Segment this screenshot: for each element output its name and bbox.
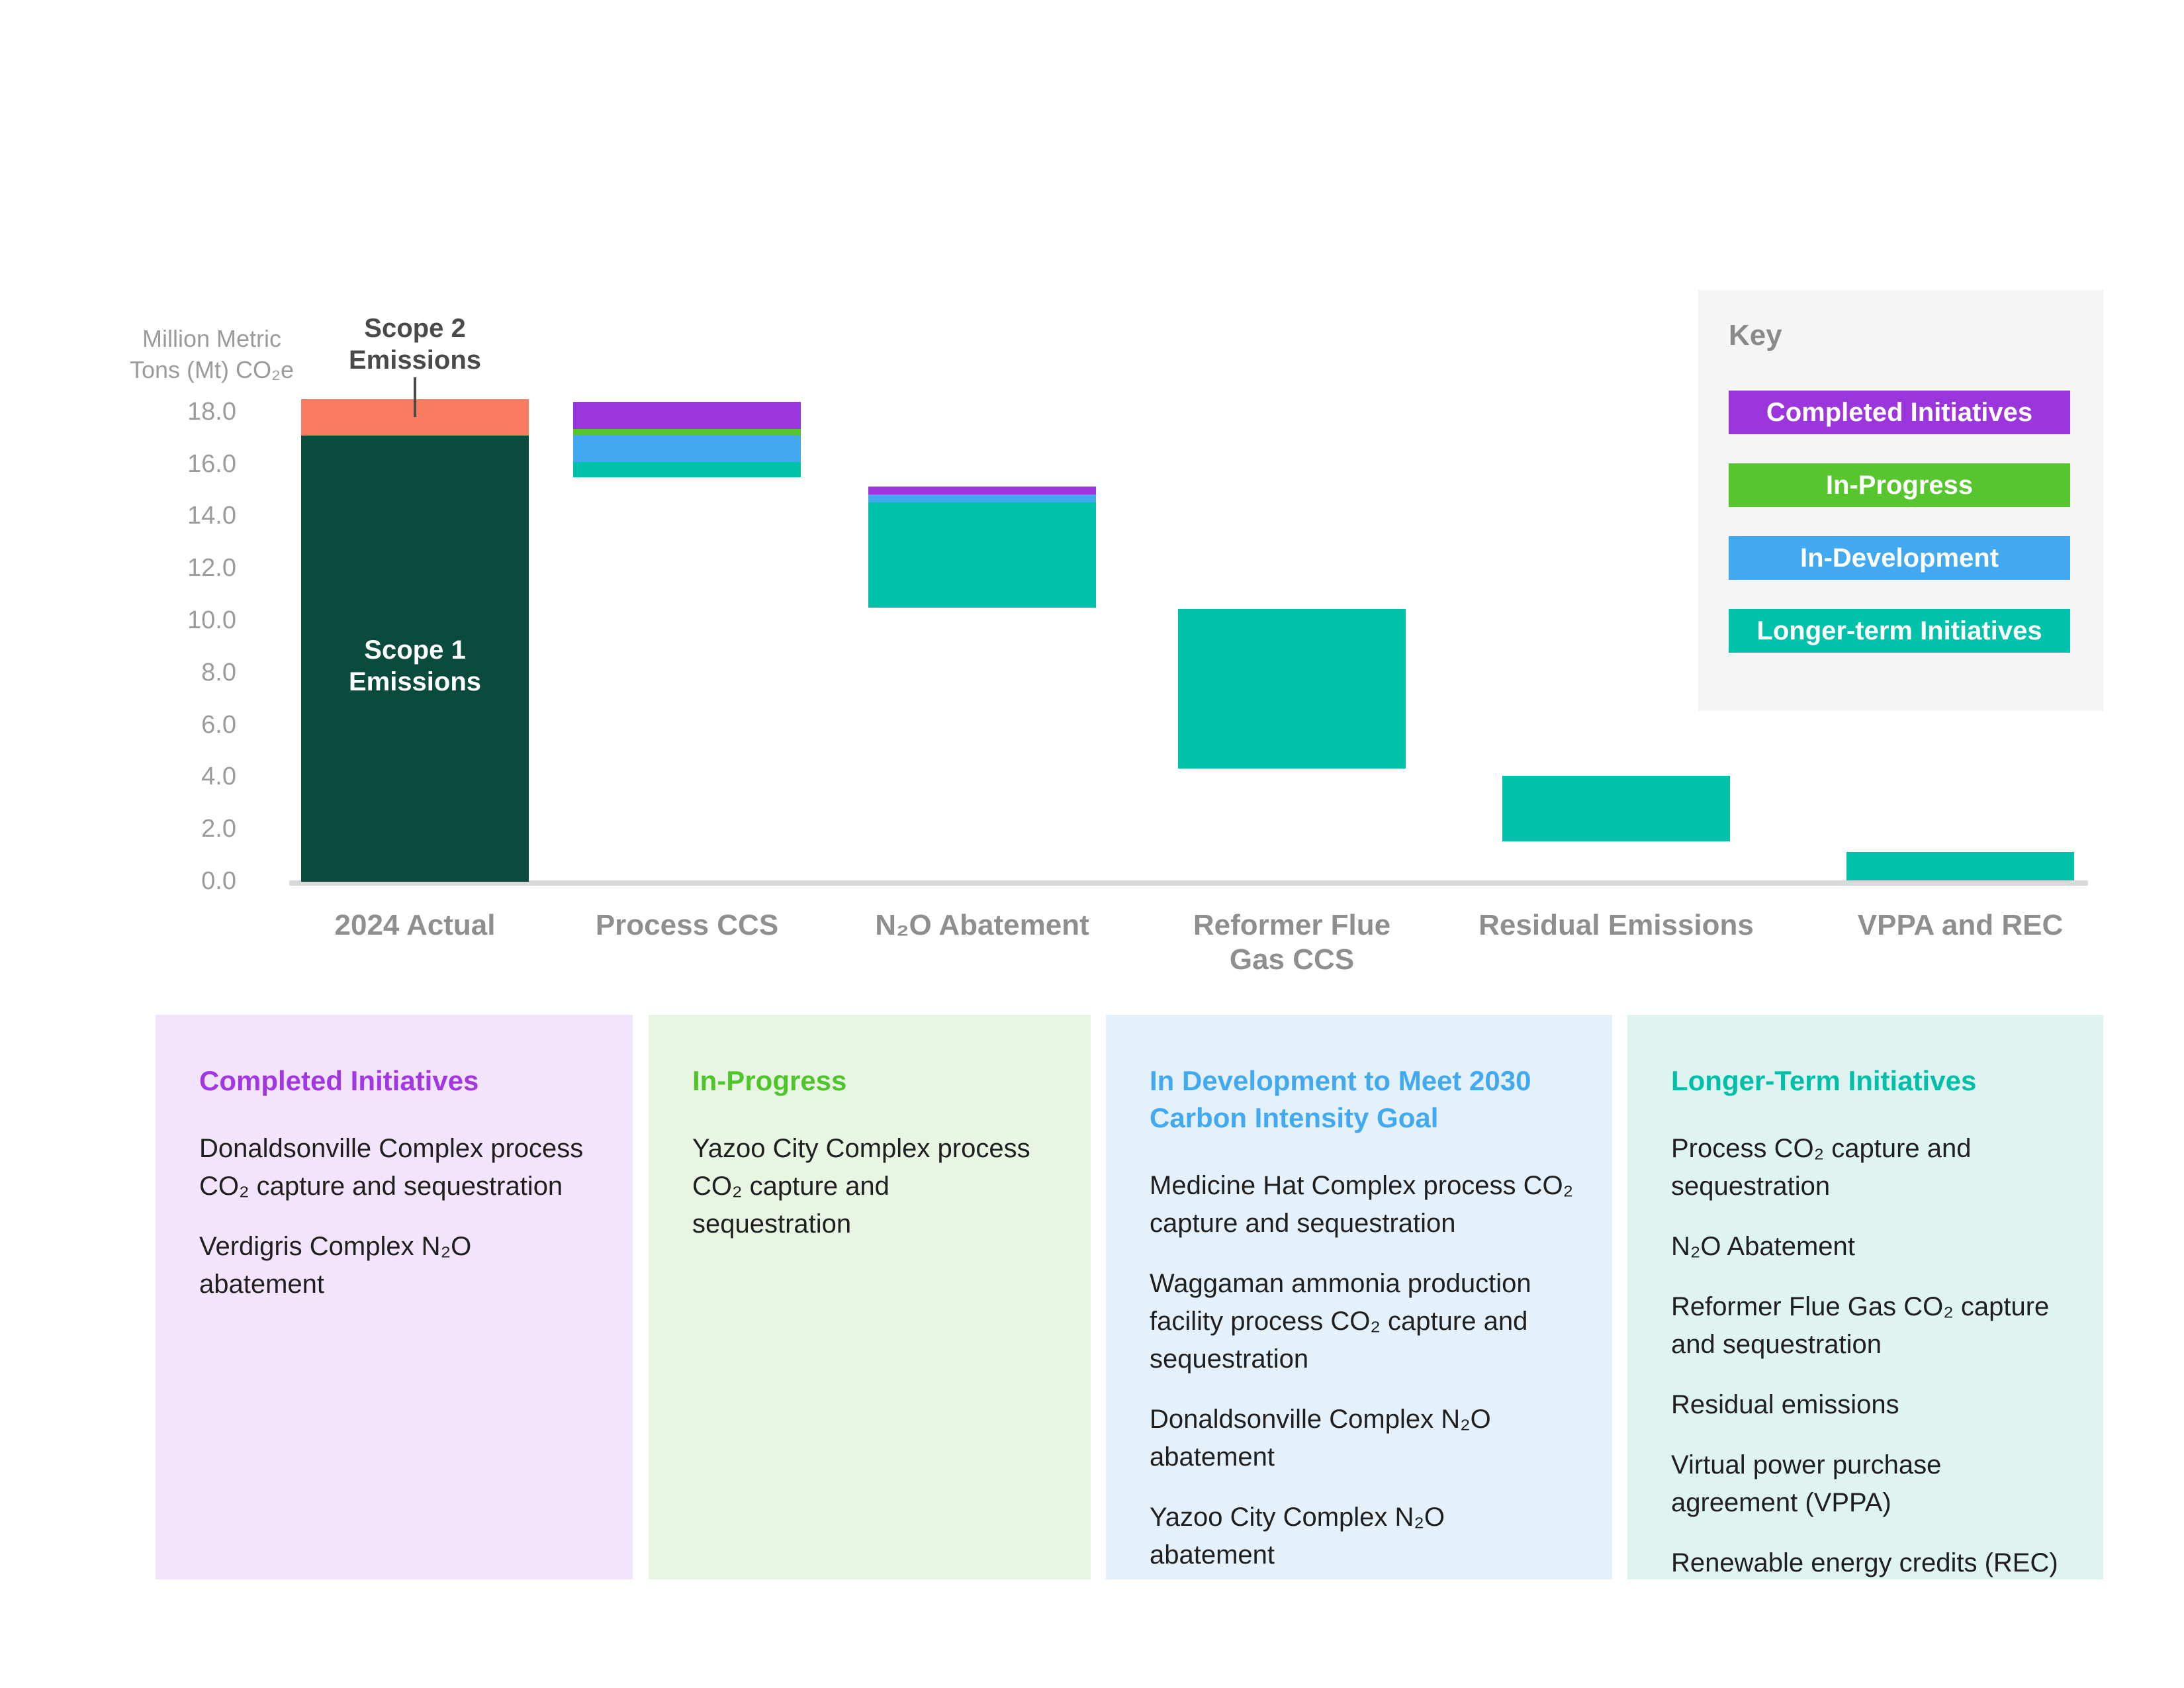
legend-pill-completed: Completed Initiatives (1729, 391, 2070, 434)
x-axis-label: Process CCS (595, 909, 779, 941)
bar-segment-completed (868, 487, 1096, 494)
bar-segment-completed (573, 402, 801, 430)
y-tick-label: 10.0 (187, 606, 236, 634)
y-tick-label: 18.0 (187, 397, 236, 426)
y-tick-label: 16.0 (187, 449, 236, 478)
initiative-item: Process CO₂ capture and sequestration (1671, 1134, 1972, 1201)
initiative-item: Yazoo City Complex N₂O abatement (1150, 1503, 1445, 1570)
scope2-annotation: Scope 2 Emissions (348, 314, 482, 375)
x-axis-label: 2024 Actual (334, 909, 496, 941)
x-axis-label: N₂O Abatement (875, 909, 1089, 941)
initiatives-panel-completed: Completed Initiatives Donaldsonville Com… (156, 1015, 633, 1579)
bar-segment-in_development (868, 494, 1096, 502)
panel-items: Medicine Hat Complex process CO₂ capture… (1150, 1167, 1576, 1574)
legend-title: Key (1729, 319, 1782, 352)
scope2-leader-line (414, 377, 416, 417)
panel-items: Yazoo City Complex process CO₂ capture a… (692, 1130, 1055, 1243)
y-tick-label: 6.0 (201, 710, 236, 739)
y-axis-title: Million Metric Tons (Mt) CO₂e (129, 325, 294, 383)
y-tick-label: 12.0 (187, 554, 236, 583)
initiatives-panel-in-development: In Development to Meet 2030 Carbon Inten… (1106, 1015, 1612, 1579)
initiative-item: Donaldsonville Complex process CO₂ captu… (199, 1134, 584, 1201)
y-tick-label: 0.0 (201, 867, 236, 895)
panel-heading: In-Progress (692, 1065, 847, 1096)
bar-segment-in_development (573, 436, 801, 462)
bar-segment-longer_term (573, 461, 801, 478)
bar-segment-scope1 (301, 436, 529, 882)
initiative-item: Medicine Hat Complex process CO₂ capture… (1150, 1171, 1574, 1238)
panel-heading: Longer-Term Initiatives (1671, 1065, 1977, 1096)
panel-items: Donaldsonville Complex process CO₂ captu… (199, 1130, 597, 1303)
initiative-item: Renewable energy credits (REC) (1671, 1548, 2058, 1577)
initiatives-panel-longer-term: Longer-Term Initiatives Process CO₂ capt… (1627, 1015, 2103, 1579)
initiative-item: Yazoo City Complex process CO₂ capture a… (692, 1134, 1030, 1239)
initiative-item: Waggaman ammonia production facility pro… (1150, 1269, 1531, 1374)
initiative-item: Residual emissions (1671, 1390, 1899, 1419)
initiative-item: N₂O Abatement (1671, 1232, 1855, 1261)
bar-segment-longer_term (1178, 609, 1406, 769)
panel-heading: Completed Initiatives (199, 1065, 479, 1096)
initiative-item: Virtual power purchase agreement (VPPA) (1671, 1450, 1942, 1517)
bar-segment-in_progress (573, 429, 801, 436)
x-axis-label: Residual Emissions (1479, 909, 1754, 941)
x-axis-label: VPPA and REC (1857, 909, 2064, 941)
y-tick-label: 2.0 (201, 815, 236, 843)
y-tick-label: 4.0 (201, 763, 236, 791)
initiative-item: Reformer Flue Gas CO₂ capture and seques… (1671, 1292, 2050, 1359)
initiatives-panel-in-progress: In-Progress Yazoo City Complex process C… (649, 1015, 1091, 1579)
bar-segment-longer_term (868, 502, 1096, 608)
bar-segment-longer_term (1502, 776, 1730, 841)
legend-pill-in_development: In-Development (1729, 536, 2070, 580)
initiative-item: Verdigris Complex N₂O abatement (199, 1232, 472, 1299)
legend-pill-in_progress: In-Progress (1729, 463, 2070, 507)
y-tick-label: 14.0 (187, 502, 236, 530)
initiative-item: Donaldsonville Complex N₂O abatement (1150, 1405, 1491, 1472)
panel-heading: In Development to Meet 2030 Carbon Inten… (1150, 1065, 1531, 1133)
y-tick-label: 8.0 (201, 658, 236, 686)
bar-segment-longer_term (1846, 851, 2074, 881)
legend-pill-longer_term: Longer-term Initiatives (1729, 609, 2070, 653)
scope1-annotation: Scope 1 Emissions (348, 635, 482, 696)
x-axis-line (289, 880, 2088, 886)
x-axis-label: Reformer Flue Gas CCS (1193, 909, 1391, 976)
